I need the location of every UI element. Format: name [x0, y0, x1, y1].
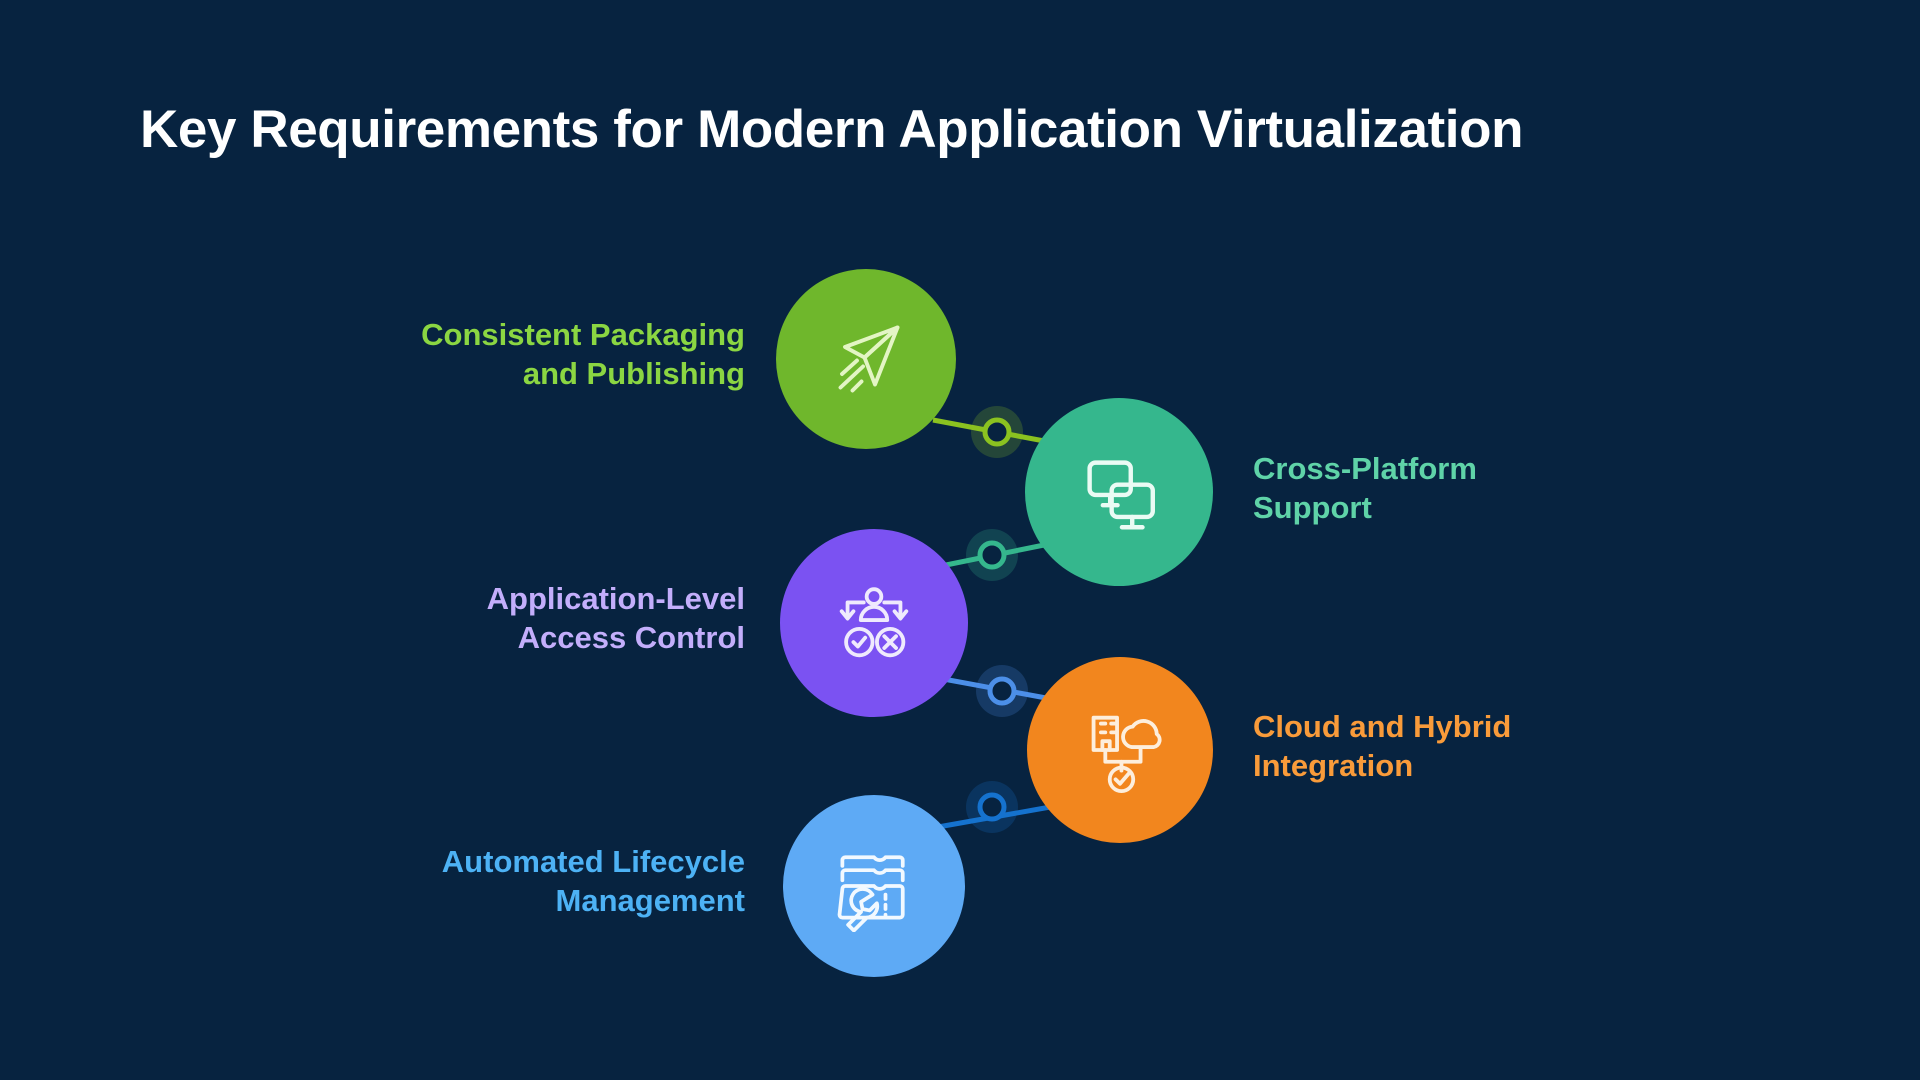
- node-cross-platform-support[interactable]: [1025, 398, 1213, 586]
- label-consistent-packaging: Consistent Packaging and Publishing: [421, 317, 745, 391]
- label-cloud-hybrid-integration: Cloud and Hybrid Integration: [1253, 709, 1512, 783]
- link-packaging-crossplatform-node[interactable]: [982, 417, 1012, 447]
- page-title: Key Requirements for Modern Application …: [140, 100, 1524, 159]
- node-automated-lifecycle-management[interactable]: [783, 795, 965, 977]
- node-consistent-packaging[interactable]: [776, 269, 956, 449]
- dual-monitors-icon: [1072, 445, 1166, 539]
- link-crossplatform-access-node[interactable]: [977, 540, 1007, 570]
- link-cloud-lifecycle-node[interactable]: [977, 792, 1007, 822]
- paper-plane-icon: [818, 311, 914, 407]
- node-cloud-hybrid-integration[interactable]: [1027, 657, 1213, 843]
- label-application-level-access-control: Application-Level Access Control: [486, 581, 745, 655]
- node-application-level-access-control[interactable]: [780, 529, 968, 717]
- label-cross-platform-support: Cross-Platform Support: [1253, 451, 1477, 525]
- user-access-control-icon: [827, 576, 921, 670]
- label-automated-lifecycle-management: Automated Lifecycle Management: [441, 844, 745, 918]
- cloud-building-check-icon: [1073, 703, 1167, 797]
- layers-wrench-icon: [828, 840, 920, 932]
- link-access-cloud-node[interactable]: [987, 676, 1017, 706]
